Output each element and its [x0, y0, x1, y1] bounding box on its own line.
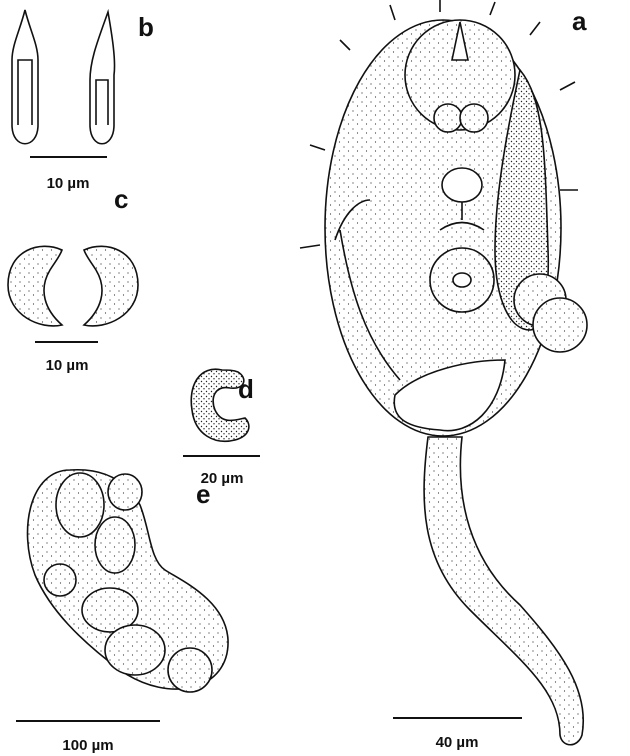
stylet: [451, 21, 469, 61]
body-setae: [299, 0, 578, 249]
panel-label-d: d: [238, 374, 254, 404]
stylet-right: [89, 8, 116, 145]
structure-left: [7, 245, 64, 327]
oral-sucker: [404, 19, 516, 131]
pharynx-left: [433, 103, 463, 133]
penetration-gland: [494, 68, 550, 331]
panel-e-sporocyst: [26, 468, 229, 693]
gland-cell-2: [532, 297, 588, 353]
scale-text-c: 10 µm: [46, 357, 89, 374]
panel-label-e: e: [196, 479, 210, 509]
panel-b-stylets: [11, 8, 116, 145]
oesophagus-bulb: [441, 167, 483, 203]
panel-d-structure: [190, 368, 250, 442]
panel-label-a: a: [572, 6, 587, 36]
panel-label-b: b: [138, 12, 154, 42]
scale-text-e: 100 µm: [62, 737, 113, 754]
pharynx-right: [459, 103, 489, 133]
scale-text-d: 20 µm: [201, 470, 244, 487]
excretory-bladder: [393, 359, 506, 432]
panel-label-c: c: [114, 184, 128, 214]
panel-a-cercaria: [299, 0, 588, 746]
scale-text-b: 10 µm: [47, 175, 90, 192]
stylet-left: [11, 9, 39, 145]
structure-right: [82, 245, 139, 327]
panel-c-structures: [7, 245, 139, 327]
cercaria-tail: [423, 436, 584, 746]
scale-text-a: 40 µm: [436, 734, 479, 751]
